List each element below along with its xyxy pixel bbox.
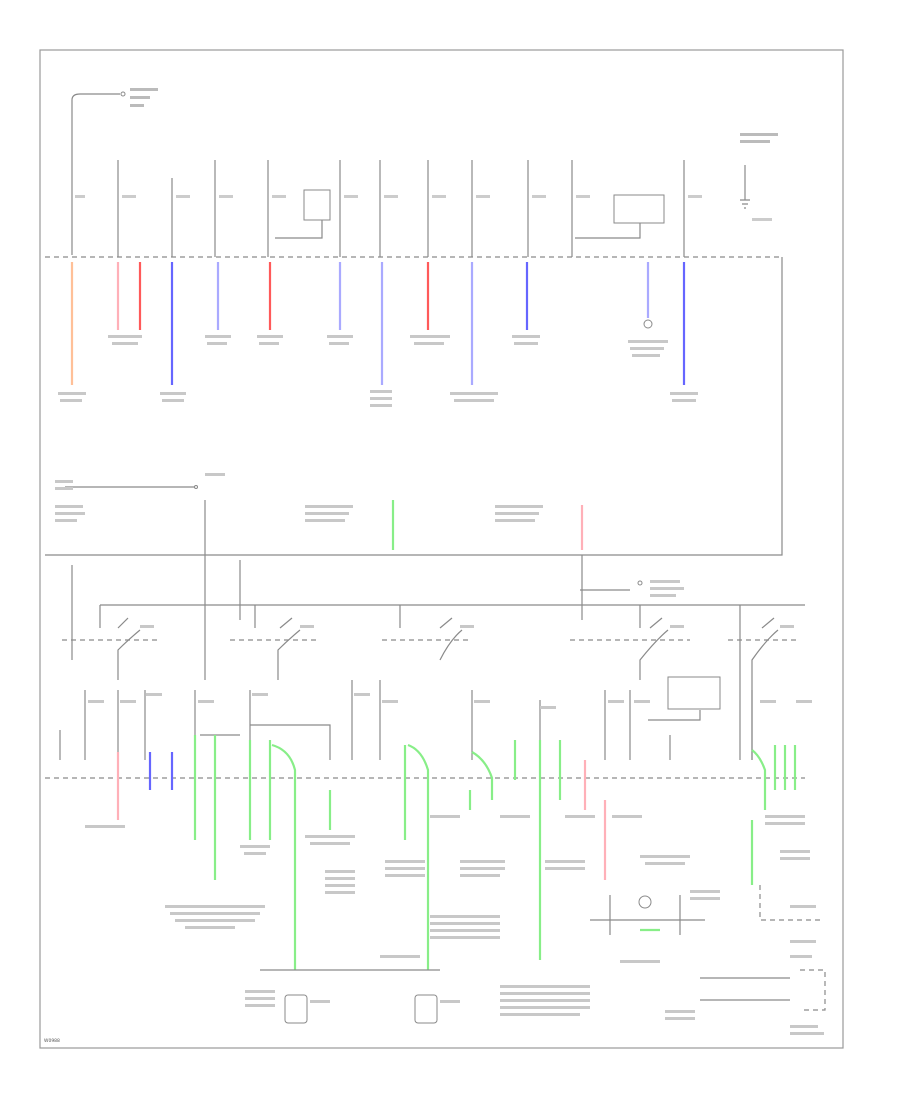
relay-4 bbox=[570, 605, 690, 680]
relay-3 bbox=[382, 605, 474, 661]
top-destination-labels bbox=[58, 335, 698, 407]
top-wiring bbox=[45, 88, 783, 556]
diagram-frame bbox=[39, 49, 844, 1049]
lower-colored-wires bbox=[116, 735, 797, 970]
middle-wiring bbox=[55, 473, 584, 555]
lower-wiring bbox=[45, 555, 812, 779]
top-colored-wires bbox=[70, 262, 686, 385]
bottom-destination-labels bbox=[85, 815, 810, 1020]
relay-5 bbox=[728, 605, 800, 760]
relay-2 bbox=[230, 605, 320, 680]
top-labels bbox=[75, 88, 778, 221]
relay-1 bbox=[62, 605, 158, 680]
bottom-components bbox=[260, 885, 826, 1035]
footer-code: W0988 bbox=[44, 1038, 60, 1044]
